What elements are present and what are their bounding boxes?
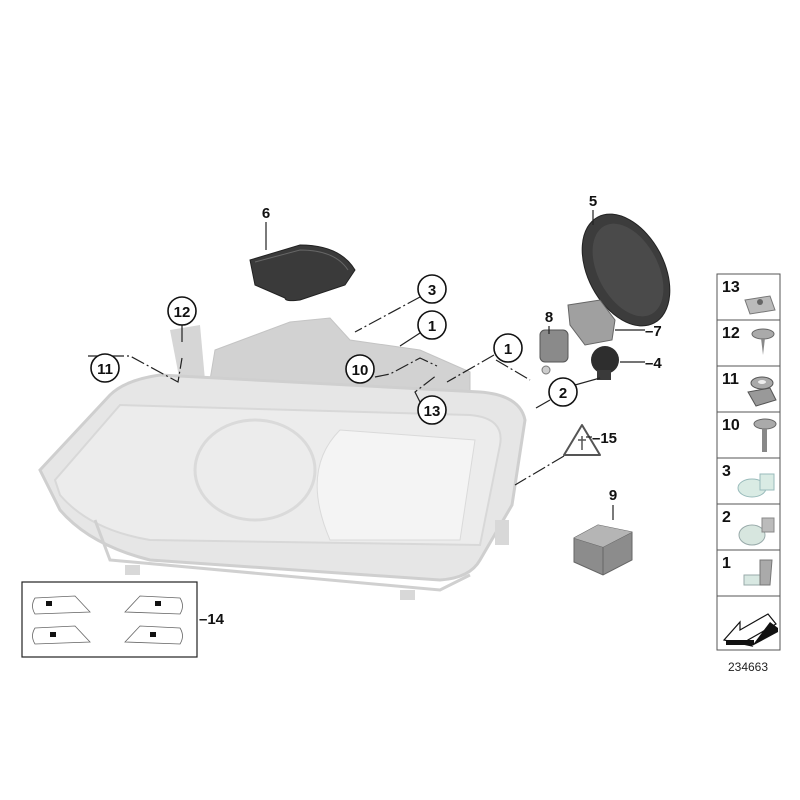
callouts: 6 5 3 12 1 8 –7 11 10 1 –4 2 13 –15 9 –1…	[90, 193, 662, 628]
callout-8: 8	[545, 309, 553, 326]
legend-item-13[interactable]: 13	[722, 279, 776, 315]
svg-text:3: 3	[722, 463, 731, 480]
legend-item-11[interactable]: 11	[722, 371, 777, 407]
legend-item-10[interactable]: 10	[722, 417, 777, 452]
legend-item-1[interactable]: 1	[722, 555, 773, 586]
callout-1-lower: 1	[493, 333, 523, 363]
callout-9: 9	[609, 487, 617, 504]
callout-4: –4	[645, 355, 662, 372]
legend-arrow-icon	[722, 613, 778, 647]
part-7-control-unit[interactable]	[567, 299, 616, 346]
callout-12: 12	[167, 296, 197, 326]
svg-text:1: 1	[504, 341, 512, 358]
wedge-bulb-icon	[737, 473, 775, 498]
svg-text:1: 1	[722, 555, 731, 572]
part-9-box[interactable]	[573, 524, 633, 576]
callout-11: 11	[90, 353, 120, 383]
legend-item-3[interactable]: 3	[722, 463, 775, 498]
callout-13: 13	[417, 395, 447, 425]
legend-item-12[interactable]: 12	[722, 325, 775, 355]
svg-text:13: 13	[424, 403, 441, 420]
callout-10: 10	[345, 354, 375, 384]
callout-2: 2	[548, 377, 578, 407]
part-8-adjuster-motor[interactable]	[539, 329, 569, 375]
svg-text:12: 12	[722, 325, 740, 342]
callout-14: –14	[199, 611, 225, 628]
part-6-cover-cap[interactable]	[249, 244, 356, 302]
parts-legend-column: 13 12 11 10 3 2 1	[716, 273, 781, 651]
part-5-round-cover[interactable]	[564, 199, 687, 341]
callout-15: –15	[592, 430, 617, 447]
callout-6: 6	[262, 205, 270, 222]
callout-5: 5	[589, 193, 597, 210]
self-tapping-screw-icon	[753, 418, 777, 452]
svg-text:11: 11	[97, 361, 113, 378]
svg-text:10: 10	[352, 362, 369, 379]
part-4-bulb-socket[interactable]	[591, 346, 619, 380]
leader-lines	[88, 210, 645, 520]
screw-with-washer-icon	[751, 328, 775, 355]
h7-bulb-icon	[743, 559, 773, 586]
reference-number: 234663	[728, 660, 768, 674]
callout-1-upper: 1	[417, 310, 447, 340]
callout-7: –7	[645, 323, 662, 340]
svg-text:3: 3	[428, 282, 436, 299]
part-15-warning-triangle-icon[interactable]	[563, 424, 601, 456]
callout-3: 3	[417, 274, 447, 304]
svg-text:13: 13	[722, 279, 740, 296]
svg-text:11: 11	[722, 371, 739, 388]
headlamp-assembly[interactable]	[38, 317, 527, 600]
svg-text:2: 2	[559, 385, 567, 402]
expanding-nut-icon	[747, 376, 777, 407]
bayonet-bulb-icon	[738, 517, 775, 546]
svg-text:12: 12	[174, 304, 191, 321]
svg-text:10: 10	[722, 417, 740, 434]
svg-text:1: 1	[428, 318, 436, 335]
legend-item-2[interactable]: 2	[722, 509, 775, 546]
svg-text:2: 2	[722, 509, 731, 526]
part-14-headlamp-variants-box[interactable]	[21, 581, 198, 658]
